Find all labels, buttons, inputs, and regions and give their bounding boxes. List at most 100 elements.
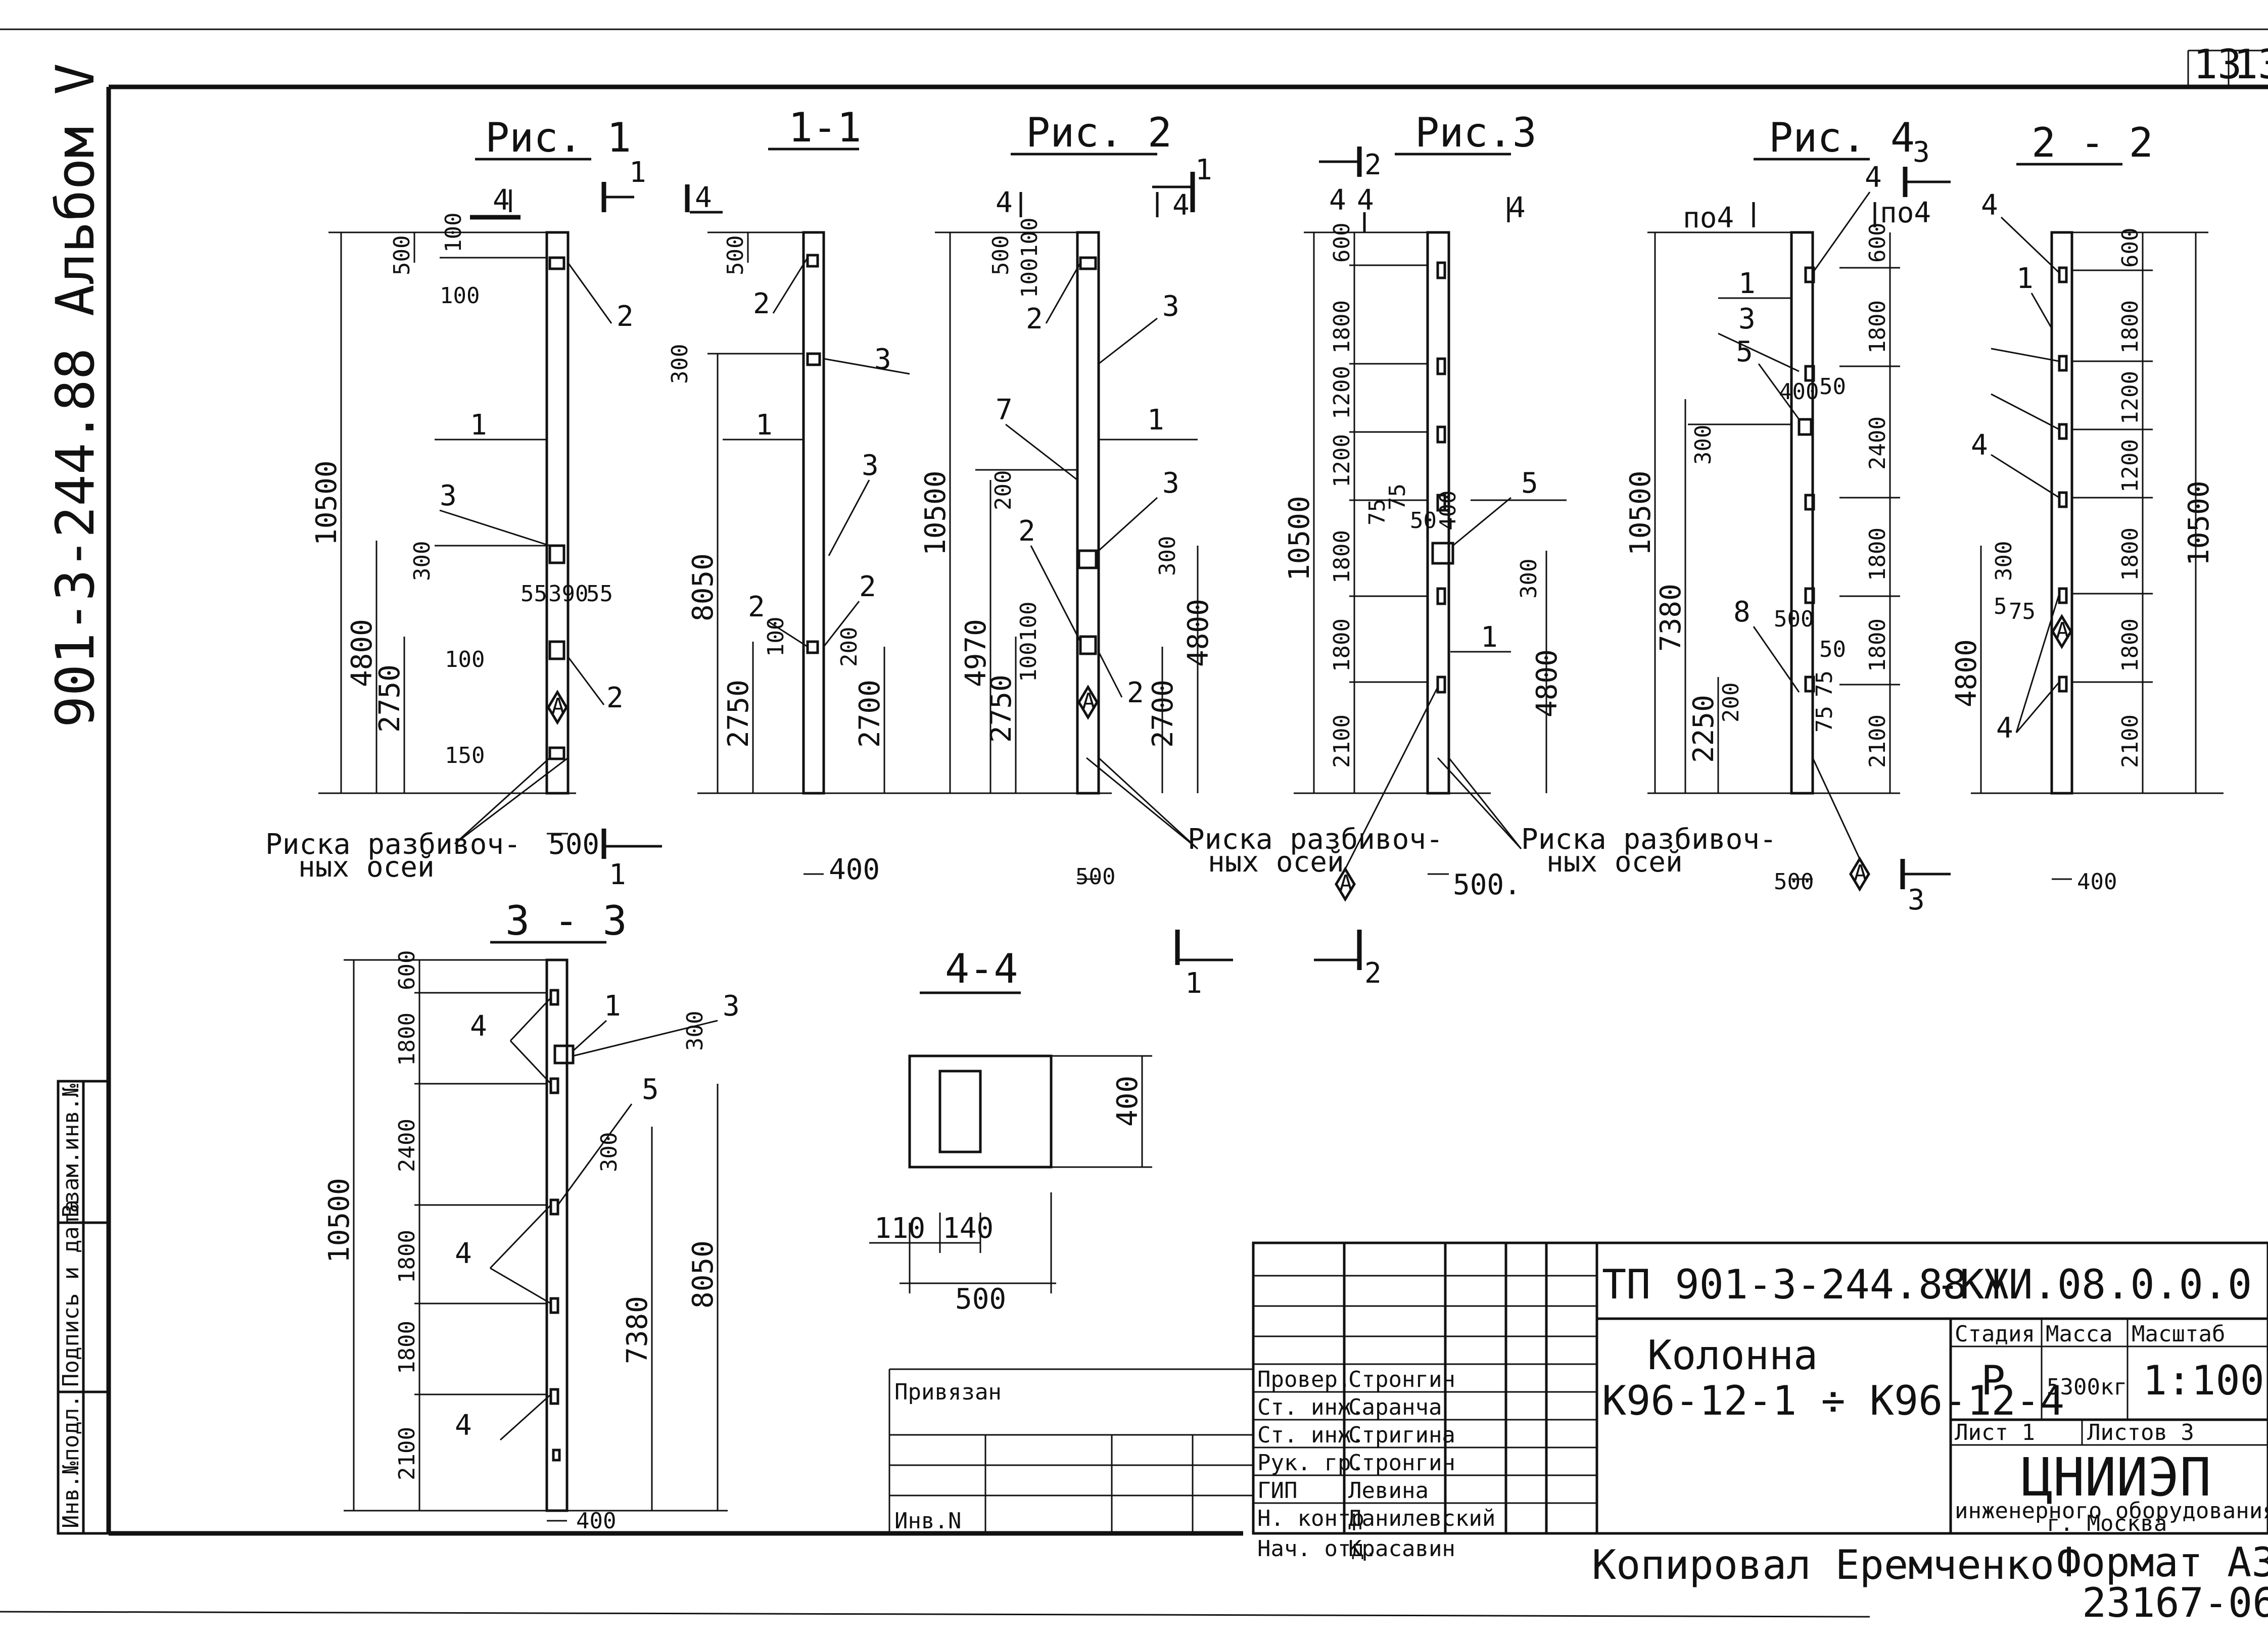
svg-text:Р: Р [1981,1357,2005,1404]
svg-text:2 - 2: 2 - 2 [2031,119,2153,166]
svg-text:Риска разбивоч-: Риска разбивоч- [1188,823,1443,856]
section-4-4: 4-4 400 110 140 500 [869,945,1152,1316]
svg-text:500: 500 [1774,869,1814,895]
svg-text:400: 400 [829,853,880,886]
svg-text:5300кг: 5300кг [2047,1374,2127,1400]
svg-text:1800: 1800 [1865,300,1891,354]
svg-text:2750: 2750 [373,664,406,733]
svg-text:Нач. отд.: Нач. отд. [1257,1536,1378,1562]
svg-text:4: 4 [1971,429,1988,462]
svg-text:200: 200 [836,627,862,667]
svg-text:2: 2 [753,287,770,320]
svg-text:400: 400 [576,1508,616,1534]
svg-text:75: 75 [2009,599,2036,624]
svg-text:по4: по4 [1683,202,1734,234]
svg-text:7: 7 [996,394,1013,426]
svg-text:2: 2 [748,591,765,623]
svg-text:200: 200 [990,470,1016,510]
svg-text:Левина: Левина [1348,1478,1429,1504]
svg-text:600: 600 [394,950,420,990]
svg-text:4: 4 [1357,184,1374,217]
svg-text:1800: 1800 [1329,530,1355,584]
svg-text:3: 3 [440,479,457,512]
svg-text:600: 600 [2117,228,2143,268]
svg-text:100: 100 [440,283,480,309]
svg-text:г. Москва: г. Москва [2047,1511,2167,1536]
svg-text:Данилевский: Данилевский [1348,1506,1495,1531]
svg-text:2: 2 [617,300,634,333]
figure-1: Рис. 1 A 10500 500 100 100 4800 2750 300… [265,114,662,891]
svg-text:75: 75 [1385,484,1410,510]
svg-text:2100: 2100 [394,1427,420,1480]
svg-text:A: A [1854,860,1867,886]
svg-text:4: 4 [1865,161,1882,194]
svg-text:100: 100 [1017,258,1043,298]
svg-text:ных осей: ных осей [1546,846,1683,879]
svg-text:4: 4 [1996,712,2013,745]
svg-text:2: 2 [1127,677,1144,709]
svg-text:300: 300 [1991,541,2017,581]
svg-text:100: 100 [1017,218,1043,258]
svg-text:Масса: Масса [2046,1321,2112,1347]
svg-text:Рис. 2: Рис. 2 [1026,109,1172,156]
svg-text:A: A [1082,689,1096,714]
svg-text:2: 2 [1026,303,1043,335]
title-block: Провер. Ст. инж. Ст. инж. Рук. гр. ГИП Н… [888,1241,2268,1562]
svg-text:4-4: 4-4 [945,945,1018,992]
svg-text:4: 4 [1329,184,1346,217]
figure-4: Рис. 4 10500 7380 2250 300 200 400 50 50… [1624,114,1951,916]
svg-text:1200: 1200 [2117,371,2143,424]
svg-text:75: 75 [1364,499,1390,525]
footer: Копировал Еремченко Формат А3 23167-06 [1592,1539,2268,1626]
svg-text:Листов 3: Листов 3 [2087,1420,2194,1445]
svg-text:Ст. инж.: Ст. инж. [1257,1422,1364,1448]
section-2-2: 2 - 2 A 10500 600 1800 1200 1200 1800 18… [1950,119,2224,895]
project-number: ТП 901-3-244.88 [1602,1261,1967,1308]
svg-text:2750: 2750 [985,674,1018,743]
svg-text:1800: 1800 [1865,618,1891,672]
svg-text:1800: 1800 [394,1321,420,1374]
svg-text:3: 3 [1908,884,1925,916]
svg-text:Рук. гр.: Рук. гр. [1257,1450,1364,1476]
figure-1-tag: A [551,694,565,719]
fig1-axis-note-1: Риска разбивоч- [265,828,521,861]
svg-text:10500: 10500 [2183,480,2215,566]
svg-text:ГИП: ГИП [1257,1478,1297,1504]
svg-text:300: 300 [667,344,693,384]
svg-text:1: 1 [755,409,773,442]
svg-text:55: 55 [521,581,547,607]
svg-text:7380: 7380 [621,1296,654,1364]
figure-3: Рис.3 10500 600 1800 1200 1200 1800 1800… [1283,109,1777,990]
margin-sign-label: Подпись и дата [58,1199,84,1387]
svg-text:4: 4 [695,181,712,214]
svg-text:3: 3 [862,449,879,482]
svg-text:1800: 1800 [2117,527,2143,581]
svg-text:140: 140 [942,1212,994,1245]
sheet-frame: 13 13 [0,28,2268,1618]
svg-text:7380: 7380 [1655,584,1687,652]
svg-text:2100: 2100 [1865,714,1891,768]
bound-label: Привязан [894,1379,1002,1405]
svg-text:1200: 1200 [1329,366,1355,419]
svg-text:2: 2 [606,682,624,714]
section-1-1: 1-1 8050 500 300 2750 100 200 2700 400 1… [667,104,925,886]
item-name: Колонна [1647,1332,1818,1379]
svg-text:100: 100 [763,617,789,657]
svg-text:Ст. инж.: Ст. инж. [1257,1394,1364,1420]
svg-text:1: 1 [1481,621,1498,654]
svg-text:4: 4 [996,186,1013,219]
figure-2: Рис. 2 A 10500 4970 2750 500 100 100 200… [919,109,1443,890]
page-number: 13 [2193,41,2242,88]
svg-text:2: 2 [1364,957,1382,990]
svg-text:2: 2 [859,570,876,603]
margin-replace-label: Взам.инв.№ [58,1084,84,1218]
svg-text:10500: 10500 [1624,470,1657,556]
svg-text:A: A [1339,871,1353,896]
svg-text:2400: 2400 [394,1119,420,1172]
svg-text:2100: 2100 [1329,714,1355,768]
item-marks: К96-12-1 ÷ К96-12-4 [1602,1377,2064,1424]
svg-text:A: A [2056,618,2069,644]
fig1-callout-1: 1 [470,409,487,442]
copied-by: Копировал Еремченко [1592,1541,2054,1588]
